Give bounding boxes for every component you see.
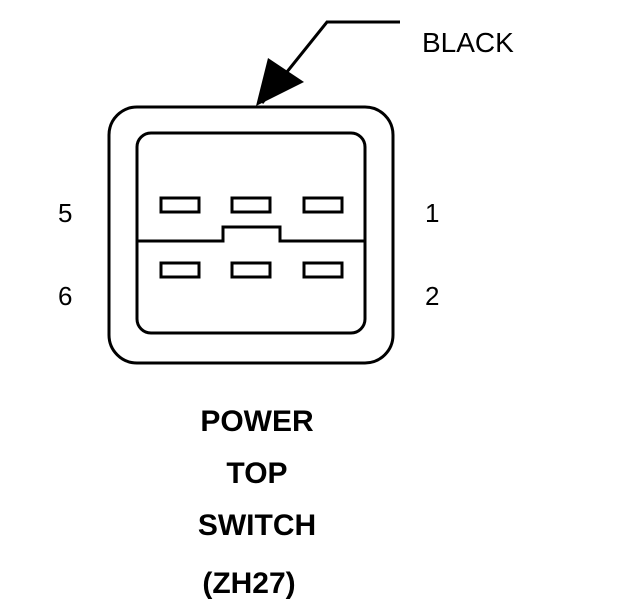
- pin-label-5: 5: [58, 198, 72, 228]
- arrowhead: [256, 58, 304, 106]
- terminal-slot: [302, 261, 344, 279]
- wire-color-callout: BLACK: [256, 20, 514, 106]
- caption-connector-code: (ZH27): [202, 567, 295, 600]
- pin-label-1: 1: [425, 198, 439, 228]
- terminal-slot: [159, 261, 201, 279]
- key-divider: [137, 225, 365, 243]
- terminal-slot: [302, 196, 344, 214]
- pin-label-6: 6: [58, 281, 72, 311]
- caption-line-switch: SWITCH: [198, 509, 316, 542]
- caption-line-top: TOP: [226, 457, 287, 490]
- wire-color-label: BLACK: [422, 27, 514, 58]
- terminal-slot: [230, 261, 272, 279]
- caption-line-power: POWER: [200, 405, 314, 438]
- terminal-slot: [159, 196, 201, 214]
- connector-inner-face: [135, 131, 367, 335]
- terminal-slot: [230, 196, 272, 214]
- connector-body: [107, 105, 395, 365]
- pin-label-2: 2: [425, 281, 439, 311]
